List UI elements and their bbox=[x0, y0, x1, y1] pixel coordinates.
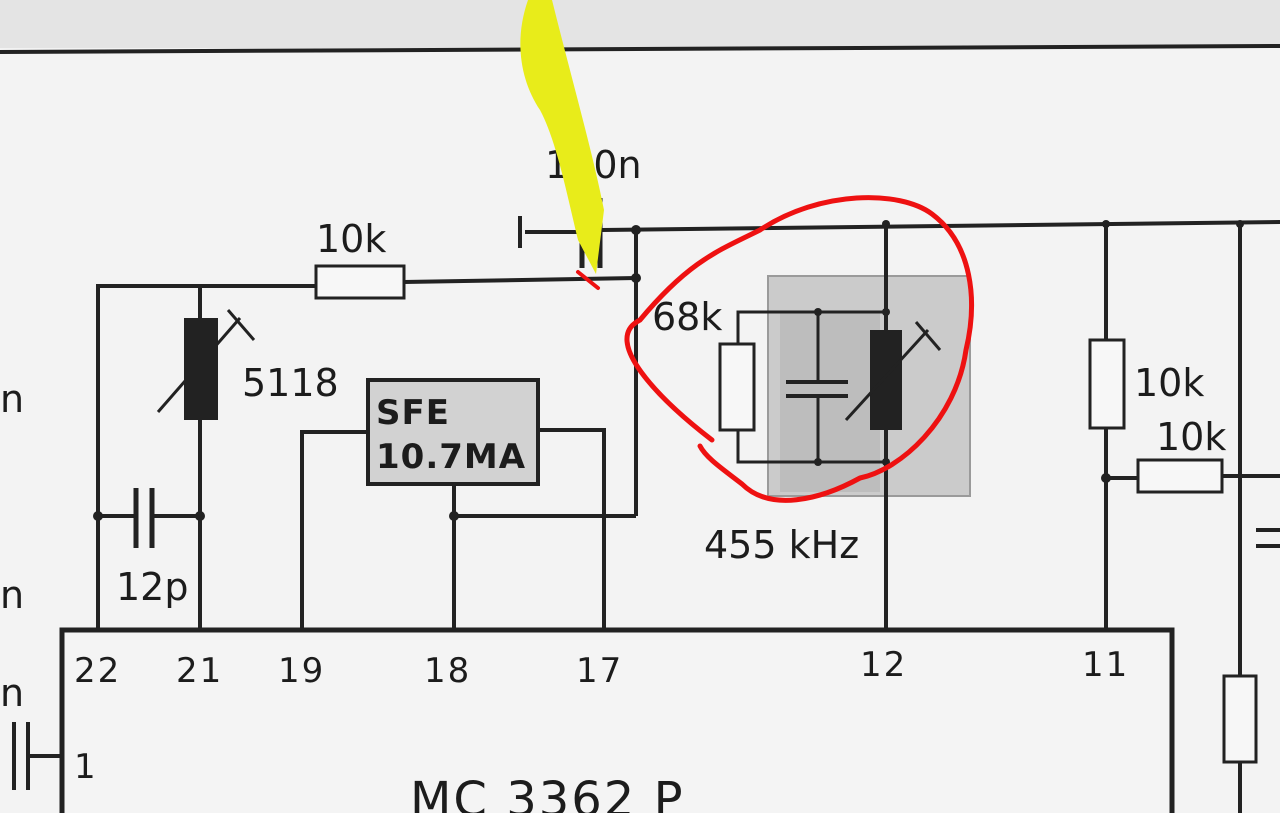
tank-inner-shade bbox=[780, 312, 880, 492]
tank-frame-bottom bbox=[736, 430, 886, 464]
pot-5118-label: 5118 bbox=[242, 361, 339, 405]
freq-label: 455 kHz bbox=[704, 523, 859, 567]
pin-22: 22 bbox=[74, 651, 121, 691]
resistor-68k-label: 68k bbox=[652, 295, 722, 339]
left-edge-text-2: n bbox=[0, 573, 24, 617]
chip-name: MC 3362 P bbox=[410, 772, 685, 813]
left-edge-text-3: n bbox=[0, 671, 24, 715]
tank-junction-c bbox=[882, 308, 890, 316]
wire-res-row-right bbox=[403, 276, 637, 284]
resistor-10k-right-vert bbox=[1088, 338, 1126, 430]
top-rail-wire bbox=[601, 220, 1280, 232]
cap-12p-label: 12p bbox=[116, 565, 188, 609]
left-edge-text-1: n bbox=[0, 377, 24, 421]
resistor-10k-top-label: 10k bbox=[316, 217, 386, 261]
tank-junction-b bbox=[814, 458, 822, 466]
pin-17: 17 bbox=[576, 651, 623, 691]
pot-5118-body bbox=[184, 318, 218, 420]
resistor-far-right bbox=[1222, 674, 1258, 764]
pin-12: 12 bbox=[860, 645, 907, 685]
resistor-68k bbox=[718, 342, 756, 432]
wire-filter-left bbox=[300, 430, 368, 630]
tank-frame-top bbox=[736, 310, 886, 344]
resistor-10k-right-horiz-label: 10k bbox=[1156, 415, 1226, 459]
resistor-10k-right-vert-label: 10k bbox=[1134, 361, 1204, 405]
pin-18: 18 bbox=[424, 651, 471, 691]
resistor-10k-top bbox=[314, 264, 406, 300]
filter-sfe-line1: SFE bbox=[376, 393, 450, 433]
pin-11: 11 bbox=[1082, 645, 1129, 685]
junction-pot bbox=[195, 511, 205, 521]
red-marker-circle bbox=[624, 195, 974, 503]
filter-sfe-line2: 10.7MA bbox=[376, 437, 526, 477]
tank-coil-body bbox=[870, 330, 902, 430]
pot-arrow-shaft bbox=[156, 317, 242, 413]
pin-1: 1 bbox=[74, 747, 98, 787]
pin-21: 21 bbox=[176, 651, 223, 691]
pot-arrow-head bbox=[226, 309, 256, 341]
junction-filter bbox=[449, 511, 459, 521]
junction-right-top bbox=[1102, 220, 1110, 228]
junction-coil-top bbox=[882, 220, 890, 228]
tank-coil-arrow-head bbox=[914, 321, 942, 351]
pin-19: 19 bbox=[278, 651, 325, 691]
red-marker-tick bbox=[576, 270, 600, 290]
ic-body bbox=[59, 627, 1175, 813]
wire-filter-right bbox=[538, 428, 606, 630]
tank-coil-arrow bbox=[844, 328, 930, 422]
junction-far-right bbox=[1236, 220, 1244, 228]
resistor-10k-right-horiz bbox=[1136, 458, 1224, 494]
yellow-highlighter-mark bbox=[520, 0, 604, 274]
tank-junction-a bbox=[814, 308, 822, 316]
paper-top-band bbox=[0, 0, 1280, 48]
top-border-line bbox=[0, 44, 1280, 54]
